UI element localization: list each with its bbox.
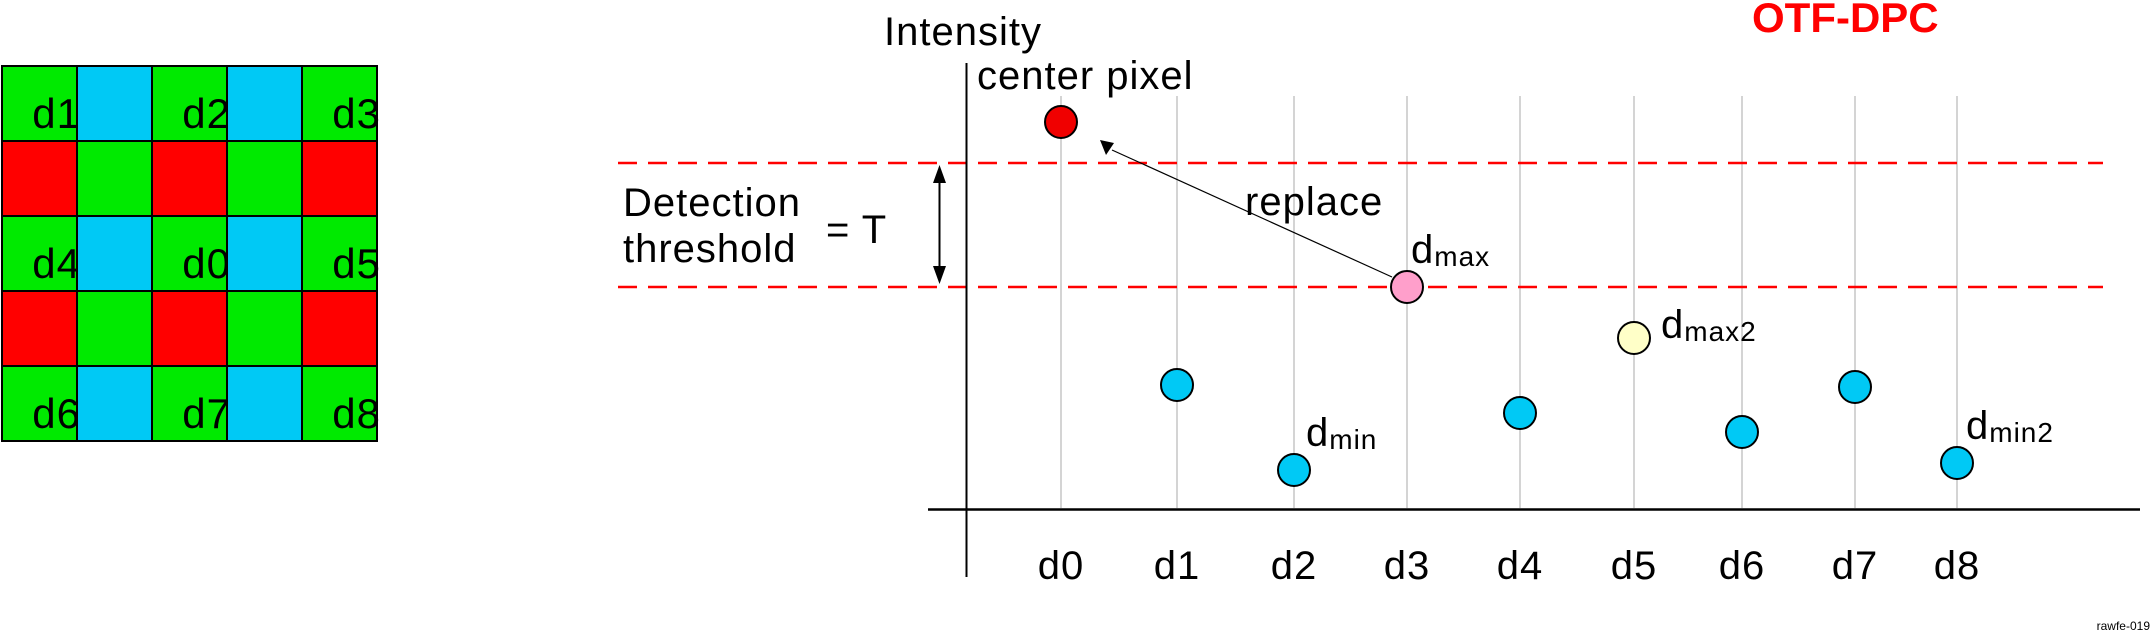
bayer-cell-d4: d4 bbox=[2, 216, 80, 291]
point-label-dmin2: dmin2 bbox=[1966, 404, 2054, 448]
gridlines bbox=[1060, 96, 1958, 508]
center-pixel-dot-d0 bbox=[1044, 105, 1078, 139]
point-label-dmax: dmax bbox=[1411, 228, 1491, 272]
d_min-dot-d2 bbox=[1277, 453, 1311, 487]
x-tick-d8: d8 bbox=[1933, 544, 1981, 588]
bayer-cell bbox=[152, 291, 227, 366]
neighbor-dot-d6 bbox=[1725, 415, 1759, 449]
bayer-cell bbox=[77, 141, 152, 216]
bayer-cell bbox=[227, 141, 302, 216]
replace-arrow bbox=[1111, 149, 1393, 278]
figure-title: OTF-DPC bbox=[1752, 0, 1939, 41]
bayer-cell-label: d4 bbox=[32, 240, 81, 287]
x-tick-d5: d5 bbox=[1610, 544, 1658, 588]
threshold-arrowhead-up bbox=[933, 165, 946, 183]
replace-arrowhead bbox=[1100, 140, 1114, 155]
replace-label: replace bbox=[1245, 180, 1384, 224]
neighbor-dot-d7 bbox=[1838, 370, 1872, 404]
bayer-cell-d3: d3 bbox=[302, 66, 380, 141]
x-tick-d7: d7 bbox=[1831, 544, 1879, 588]
bayer-cell-label: d6 bbox=[32, 390, 81, 437]
threshold-equals-t-label: = T bbox=[826, 208, 888, 252]
neighbor-dot-d4 bbox=[1503, 396, 1537, 430]
bayer-cell-label: d0 bbox=[182, 240, 231, 287]
bayer-cell bbox=[227, 366, 302, 441]
bayer-cell bbox=[227, 216, 302, 291]
bayer-cell-d8: d8 bbox=[302, 366, 380, 441]
bayer-cell-label: d2 bbox=[182, 90, 231, 137]
bayer-cell bbox=[77, 216, 152, 291]
detection-threshold-label-line2: threshold bbox=[623, 227, 797, 271]
detection-threshold-label-line1: Detection bbox=[623, 181, 801, 225]
bayer-cell-d0: d0 bbox=[152, 216, 230, 291]
figure-id: rawfe-019 bbox=[2096, 619, 2150, 631]
bayer-cell-label: d7 bbox=[182, 390, 231, 437]
threshold-arrowhead-down bbox=[933, 266, 946, 284]
bayer-cell bbox=[152, 141, 227, 216]
x-tick-d1: d1 bbox=[1153, 544, 1201, 588]
bayer-cell-label: d5 bbox=[332, 240, 381, 287]
bayer-cell bbox=[302, 291, 377, 366]
bayer-cell bbox=[227, 291, 302, 366]
d_max-dot-d3 bbox=[1390, 270, 1424, 304]
bayer-grid: d1 d2 d3 d4 d0 d5 d6 d7 d8 bbox=[1, 65, 380, 442]
bayer-cell-d1: d1 bbox=[2, 66, 80, 141]
bayer-cell-d7: d7 bbox=[152, 366, 230, 441]
bayer-cell-d6: d6 bbox=[2, 366, 80, 441]
point-label-dmin: dmin bbox=[1306, 411, 1378, 455]
x-tick-d0: d0 bbox=[1037, 544, 1085, 588]
bayer-cell bbox=[77, 66, 152, 141]
d_min2-dot-d8 bbox=[1940, 446, 1974, 480]
y-axis-label: Intensity bbox=[884, 10, 1042, 54]
center-pixel-label: center pixel bbox=[977, 54, 1194, 98]
bayer-cell bbox=[77, 366, 152, 441]
x-tick-d2: d2 bbox=[1270, 544, 1318, 588]
bayer-cell bbox=[302, 141, 377, 216]
bayer-cell bbox=[77, 291, 152, 366]
bayer-cell bbox=[2, 291, 77, 366]
bayer-cell-d2: d2 bbox=[152, 66, 230, 141]
point-label-dmax2: dmax2 bbox=[1661, 303, 1757, 347]
bayer-cell-d5: d5 bbox=[302, 216, 380, 291]
bayer-cell-label: d3 bbox=[332, 90, 381, 137]
x-tick-d3: d3 bbox=[1383, 544, 1431, 588]
neighbor-dot-d1 bbox=[1160, 368, 1194, 402]
x-tick-d4: d4 bbox=[1496, 544, 1544, 588]
bayer-cell-label: d1 bbox=[32, 90, 81, 137]
bayer-cell bbox=[227, 66, 302, 141]
x-tick-d6: d6 bbox=[1718, 544, 1766, 588]
bayer-cell-label: d8 bbox=[332, 390, 381, 437]
d_max2-dot-d5 bbox=[1617, 321, 1651, 355]
bayer-cell bbox=[2, 141, 77, 216]
